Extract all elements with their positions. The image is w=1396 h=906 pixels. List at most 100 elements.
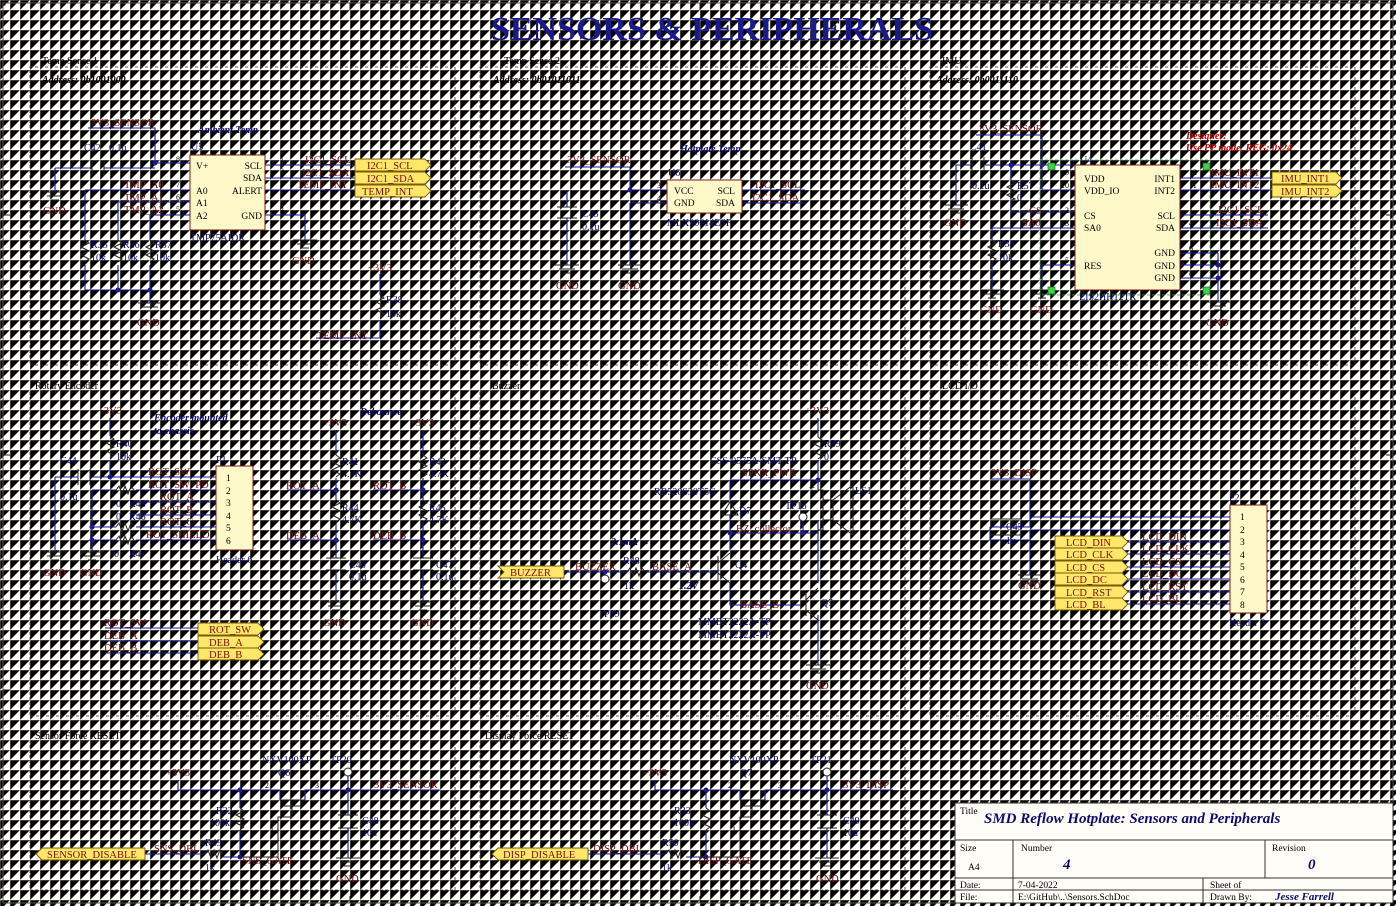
port-i2c1-sda[interactable] xyxy=(354,171,432,185)
u5-pin-vplus: V+ xyxy=(196,162,208,172)
wire-r38 xyxy=(316,274,381,339)
u6-pin-vcc: VCC xyxy=(674,187,694,197)
u4-pin-int1: INT1 xyxy=(1154,175,1175,185)
q4-part: MMBT2222A-TP xyxy=(698,617,771,628)
section-title-disp-reset: Display Force RESET xyxy=(485,731,574,742)
p1-pin-2: 2 xyxy=(226,487,231,497)
section-title-rotary: Rotary Encoder xyxy=(35,381,99,392)
tb-number-label: Number xyxy=(1021,844,1053,854)
r50-value: 1k xyxy=(662,863,672,874)
testpoint-tp20[interactable] xyxy=(343,767,353,777)
net-3v3-sensor-imu: 3V3_SENSOR xyxy=(979,124,1043,135)
q6-pin: 1 xyxy=(270,825,274,834)
net-plus-3v3-disp: +3V3 xyxy=(643,768,667,779)
port-temp-int[interactable] xyxy=(354,184,432,198)
junction xyxy=(602,569,608,575)
port-i2c1-scl[interactable] xyxy=(354,158,432,172)
p2-pin-3: 3 xyxy=(1240,538,1245,548)
port-lcd-cs[interactable] xyxy=(1054,560,1129,574)
title-block-frame xyxy=(954,802,1394,904)
port-imu-int2[interactable] xyxy=(1271,184,1343,198)
gnd-label: GND xyxy=(944,218,967,229)
port-lcd-dc[interactable] xyxy=(1054,572,1129,586)
port-buzzer-label: BUZZER xyxy=(510,568,551,579)
port-deb-a-label: DEB_A xyxy=(209,638,243,649)
port-lcd-clk[interactable] xyxy=(1054,547,1129,561)
u5-pinnum: 7 xyxy=(176,180,180,189)
wire-u6 xyxy=(565,166,667,265)
buzzer-circuit: +3V3 R39 0 CSS-0575A-SMT-TR SPKR_PWR LS1… xyxy=(496,406,872,692)
zone-ticks xyxy=(3,3,1393,903)
port-deb-a[interactable] xyxy=(197,635,265,649)
net-disp-dbl: DISP_DBL xyxy=(593,844,642,855)
u4-pin-vdd: VDD xyxy=(1084,175,1105,185)
resistor-r42 xyxy=(417,454,429,478)
tb-date: 7-04-2022 xyxy=(1018,881,1058,891)
net-deb-b-out: DEB_B xyxy=(104,643,137,654)
u6-pin-sda: SDA xyxy=(716,199,735,209)
port-lcd-din[interactable] xyxy=(1054,535,1129,549)
r42-ref: R42 xyxy=(429,457,446,468)
r34-value: 10k xyxy=(998,253,1013,264)
u5-part: TMP75AIDR xyxy=(190,233,245,244)
capacitor-c45 xyxy=(990,518,1022,536)
testpoint-tp19[interactable] xyxy=(600,574,610,584)
wire-lcd-signals xyxy=(1122,541,1230,605)
c48-value: 10u xyxy=(362,828,377,839)
selection-handle xyxy=(1047,286,1056,295)
junction xyxy=(1215,275,1221,281)
gnd-symbol xyxy=(980,289,1004,299)
port-deb-b-label: DEB_B xyxy=(209,650,242,661)
r36-value: 10k xyxy=(123,253,138,264)
port-rot-sw-label: ROT_SW xyxy=(209,625,251,636)
net-bz-collector: BZ_collector xyxy=(736,524,792,535)
section-box-buzzer xyxy=(479,391,906,717)
port-lcd-bl[interactable] xyxy=(1054,597,1129,611)
resistor-r47 xyxy=(115,534,135,546)
tb-file: E:\GitHub\..\Sensors.SchDoc xyxy=(1018,893,1130,903)
gnd-symbol xyxy=(618,264,642,274)
port-deb-b[interactable] xyxy=(197,647,265,661)
selection-handle xyxy=(1202,162,1211,171)
r43-value: 0 xyxy=(116,499,121,510)
gnd-symbol xyxy=(324,601,348,611)
r47-value: 0 xyxy=(114,549,119,560)
gnd-symbol xyxy=(293,239,317,249)
section-title-sns-reset: Sensor Force RESET xyxy=(35,731,121,742)
gnd-symbol xyxy=(806,664,830,674)
address-temp2: Address: 0b01011011 xyxy=(492,75,581,86)
port-lcd-cs-label: LCD_CS xyxy=(1066,563,1105,574)
gnd-symbol xyxy=(138,302,162,312)
resistor-r37 xyxy=(144,239,156,263)
net-sa0: SA0 xyxy=(1022,218,1041,229)
c43-ref: C43 xyxy=(582,209,599,220)
testpoint-tp21[interactable] xyxy=(822,767,832,777)
resistor-r57 xyxy=(1005,179,1017,201)
tp18-label: TP18 xyxy=(785,501,807,512)
testpoint-tp18[interactable] xyxy=(798,512,808,522)
port-lcd-rst[interactable] xyxy=(1054,585,1129,599)
gnd-symbol xyxy=(1206,301,1230,311)
imu-circuit: Designer: Use PP mode, REG: 0x24 3V3_SEN… xyxy=(944,124,1343,329)
tb-revision-label: Revision xyxy=(1272,844,1306,854)
resistor-r50 xyxy=(665,848,685,860)
c44-ref: C44 xyxy=(60,456,77,467)
p2-ref: P2 xyxy=(1229,493,1240,504)
net-i2c1-sda-u6: I2C1_SDA xyxy=(752,193,800,204)
q7-ref: Q7 xyxy=(740,768,752,779)
resistor-r45 xyxy=(417,499,429,523)
junction xyxy=(824,787,830,793)
p1-pin-1: 1 xyxy=(226,474,231,484)
u6-pin-scl: SCL xyxy=(718,187,736,197)
u6-mlx90614esf xyxy=(666,179,743,214)
tb-title-label: Title xyxy=(960,807,978,817)
section-title-temp1: Temp Sense 1 xyxy=(42,56,98,67)
u4-pinnum: 7 xyxy=(1189,256,1193,265)
c42-value: 0.1u xyxy=(109,143,127,154)
u4-pinnum: 6 xyxy=(1189,244,1193,253)
port-rot-sw[interactable] xyxy=(197,622,265,636)
port-buzzer[interactable] xyxy=(496,565,565,579)
port-imu-int1[interactable] xyxy=(1271,171,1343,185)
gnd-label: GND xyxy=(1206,318,1229,329)
